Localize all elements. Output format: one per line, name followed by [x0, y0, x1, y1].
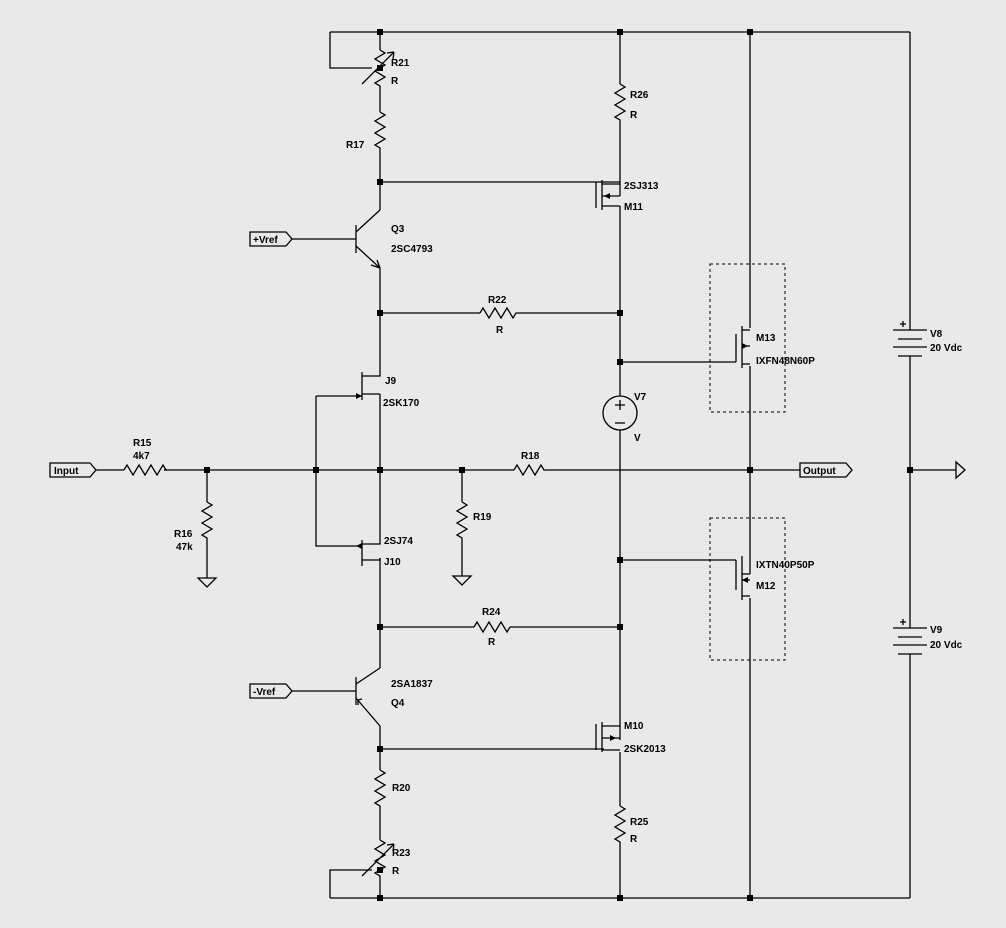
r22-name: R22: [488, 295, 507, 306]
r15-value: 4k7: [133, 451, 150, 462]
r21-name: R21: [391, 58, 410, 69]
r16-name: R16: [174, 529, 193, 540]
r15-name: R15: [133, 438, 152, 449]
resistors: [123, 49, 627, 884]
r18-body: [513, 463, 550, 477]
m11-part: 2SJ313: [624, 181, 659, 192]
m12-heatsink-box: [709, 517, 786, 661]
component-labels: R21 R R17 R26 R 2SJ313 M11 Q3 2SC4793 R2…: [133, 58, 963, 877]
m12-mosfet: [735, 556, 750, 600]
r26-body: [613, 83, 627, 124]
j10-part: 2SJ74: [384, 536, 413, 547]
r25-value: R: [630, 834, 638, 845]
r23-value: R: [392, 866, 400, 877]
j9-jfet: [356, 372, 381, 400]
r23-body: [373, 839, 387, 884]
m11-name: M11: [624, 202, 643, 213]
junction-dots: [204, 29, 913, 901]
r16-value: 47k: [176, 542, 193, 553]
input-net-flag[interactable]: Input: [49, 462, 97, 478]
j10-name: J10: [384, 557, 401, 568]
output-net-flag[interactable]: Output: [799, 462, 853, 478]
r22-body: [479, 306, 518, 320]
q3-part: 2SC4793: [391, 244, 433, 255]
r20-body: [373, 769, 387, 812]
transistors: [292, 180, 750, 752]
q4-part: 2SA1837: [391, 679, 433, 690]
r20-name: R20: [392, 783, 411, 794]
v7-value: V: [634, 433, 641, 444]
m10-mosfet: [595, 722, 620, 752]
vref-neg-label: -Vref: [253, 687, 276, 698]
j9-part: 2SK170: [383, 398, 420, 409]
q3-npn-transistor: [292, 209, 381, 269]
r19-name: R19: [473, 512, 492, 523]
m13-part: IXFN48N60P: [756, 356, 815, 367]
m13-heatsink-box: [709, 263, 786, 413]
m10-part: 2SK2013: [624, 744, 666, 755]
output-net-label: Output: [803, 466, 836, 477]
r17-body: [373, 111, 387, 150]
input-net-label: Input: [54, 466, 79, 477]
v7-name: V7: [634, 392, 647, 403]
r22-value: R: [496, 325, 504, 336]
m13-mosfet: [735, 326, 750, 368]
v8-value: 20 Vdc: [930, 343, 963, 354]
r26-value: R: [630, 110, 638, 121]
r25-name: R25: [630, 817, 649, 828]
wires: [96, 31, 956, 899]
battery-v9: [893, 619, 927, 655]
m12-part: IXTN40P50P: [756, 560, 815, 571]
r25-body: [613, 805, 627, 848]
vref-neg-net-flag[interactable]: -Vref: [249, 683, 293, 699]
r15-body: [123, 463, 168, 477]
v9-name: V9: [930, 625, 943, 636]
r21-value: R: [391, 76, 399, 87]
ground-icon-r16: [196, 577, 218, 588]
m11-mosfet: [595, 180, 620, 210]
q4-pnp-transistor: [292, 667, 381, 727]
r24-name: R24: [482, 607, 501, 618]
battery-v8: [893, 321, 927, 357]
m13-name: M13: [756, 333, 776, 344]
r19-body: [455, 501, 469, 542]
m12-name: M12: [756, 581, 776, 592]
r18-name: R18: [521, 451, 540, 462]
q3-name: Q3: [391, 224, 405, 235]
vref-pos-label: +Vref: [253, 235, 278, 246]
v9-value: 20 Vdc: [930, 640, 963, 651]
r24-value: R: [488, 637, 496, 648]
m10-name: M10: [624, 721, 644, 732]
r16-body: [200, 501, 214, 540]
ground-icon-supply: [955, 460, 966, 480]
q4-name: Q4: [391, 698, 405, 709]
j10-jfet: [356, 536, 381, 566]
r24-body: [473, 620, 511, 634]
v8-name: V8: [930, 329, 943, 340]
voltage-source-v7: [602, 395, 638, 431]
ground-icon-r19: [451, 575, 473, 586]
r26-name: R26: [630, 90, 649, 101]
j9-name: J9: [385, 376, 397, 387]
r17-name: R17: [346, 140, 365, 151]
r23-trim-arrow: [361, 843, 395, 877]
vref-pos-net-flag[interactable]: +Vref: [249, 231, 293, 247]
r23-name: R23: [392, 848, 411, 859]
